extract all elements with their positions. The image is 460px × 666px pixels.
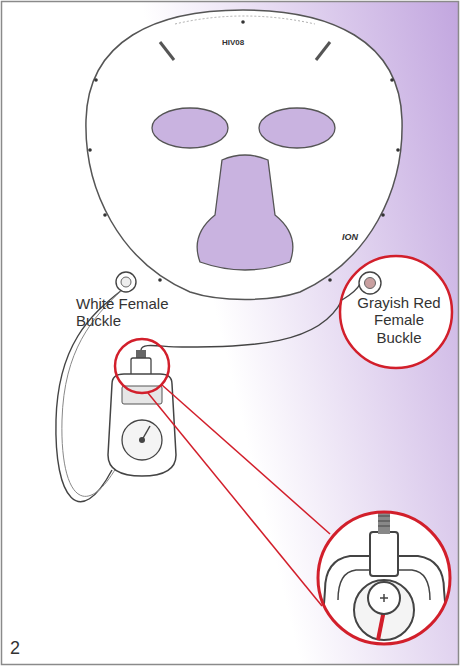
callout-node: Grayish Red Female Buckle — [338, 254, 454, 370]
mask-print: ION — [342, 232, 372, 242]
white-buckle — [116, 272, 136, 292]
figure-number: 2 — [10, 638, 34, 659]
eye-hole — [259, 108, 335, 148]
mask-slit — [316, 42, 330, 60]
callout-leader — [148, 393, 322, 606]
callout-label: Grayish Red Female Buckle — [354, 294, 444, 346]
mask-notches — [88, 20, 400, 282]
zoomed-device — [320, 512, 450, 660]
white-buckle — [121, 277, 131, 287]
callout-leader — [162, 385, 330, 534]
nose-cutout — [197, 155, 293, 270]
dial-center — [139, 437, 145, 443]
device-dial — [122, 420, 162, 460]
mask-slit — [160, 42, 174, 60]
mask-edge-print — [175, 16, 315, 24]
callout-circle — [115, 339, 169, 393]
zoom-callout-circle — [318, 512, 450, 644]
wire — [141, 300, 342, 350]
face-mask — [86, 10, 402, 300]
mask-print: HIV08 — [222, 38, 266, 47]
eye-hole — [152, 108, 228, 148]
part-label: White Female Buckle — [76, 295, 188, 330]
